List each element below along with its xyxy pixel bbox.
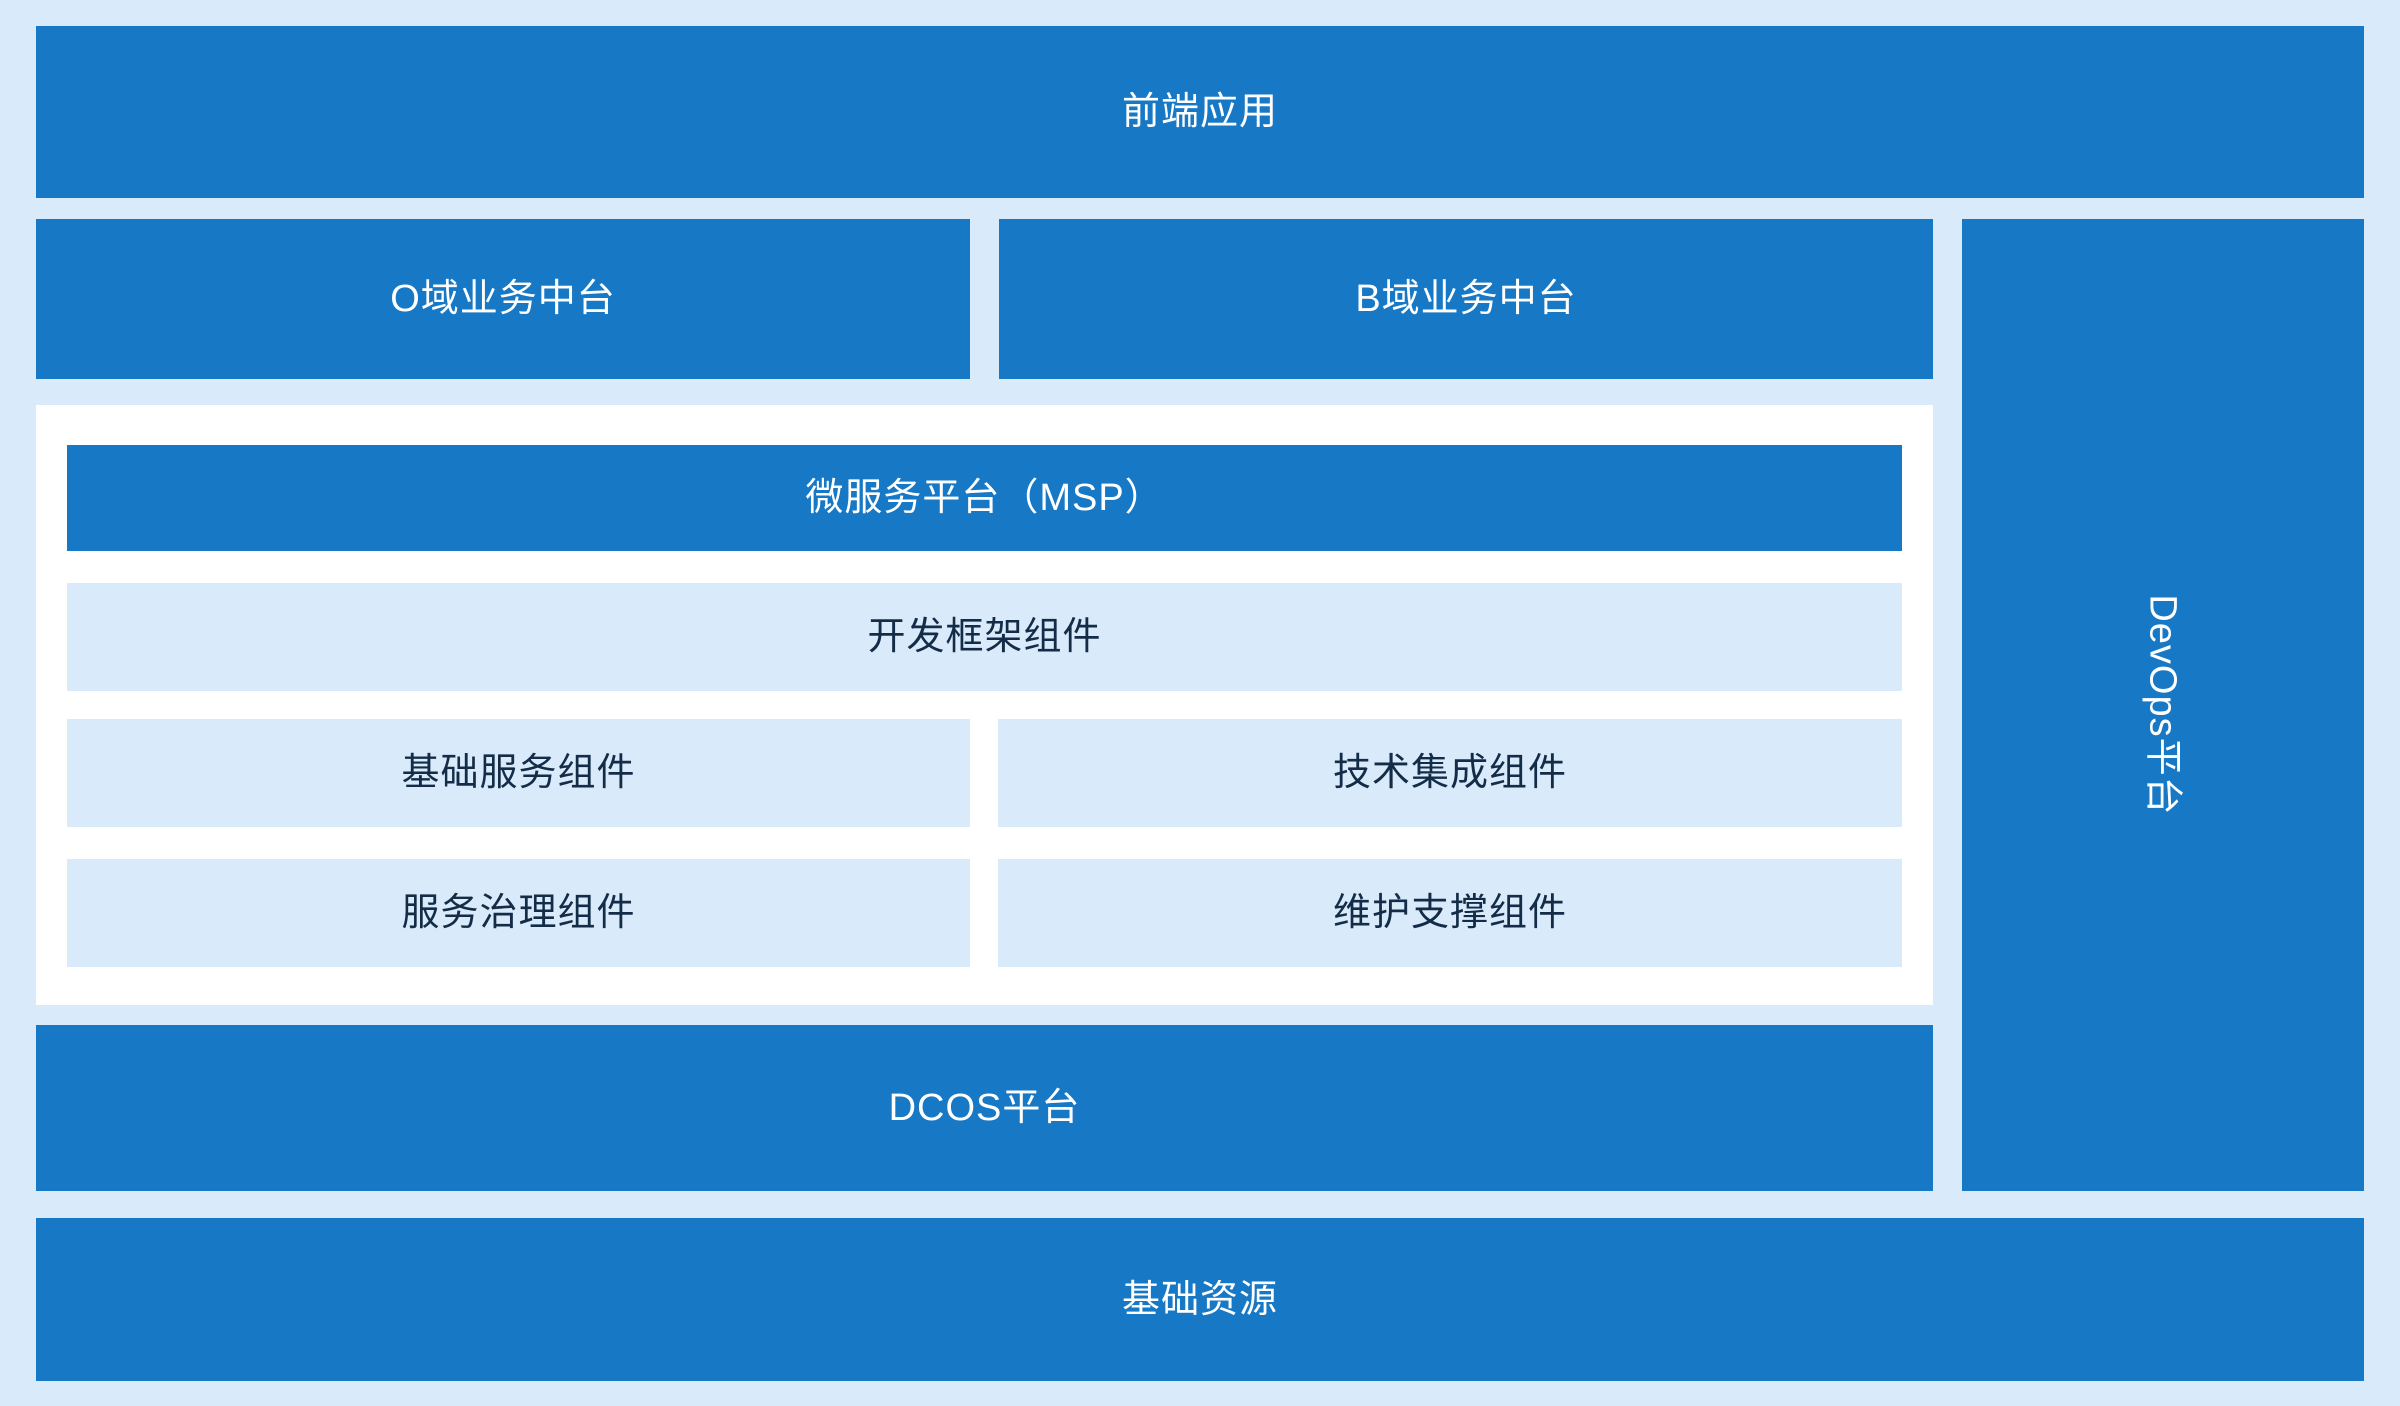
msp-panel: 微服务平台（MSP） 开发框架组件 基础服务组件 技术集成组件 服务治理组件 维… [36,405,1933,1005]
dcos-platform-label: DCOS平台 [888,1087,1081,1129]
maintenance-support-block: 维护支撑组件 [998,859,1902,967]
b-domain-label: B域业务中台 [1355,278,1577,320]
frontend-app-label: 前端应用 [1121,91,1278,133]
service-governance-block: 服务治理组件 [67,859,970,967]
infrastructure-label: 基础资源 [1121,1278,1278,1321]
msp-title-block: 微服务平台（MSP） [67,445,1902,551]
basic-service-block: 基础服务组件 [67,719,970,827]
o-domain-label: O域业务中台 [390,278,616,320]
tech-integration-block: 技术集成组件 [998,719,1902,827]
service-governance-label: 服务治理组件 [401,892,636,934]
frontend-app-block: 前端应用 [36,26,2364,198]
tech-integration-label: 技术集成组件 [1332,752,1567,794]
devops-platform-label: DevOps平台 [2142,594,2184,816]
msp-title-label: 微服务平台（MSP） [805,477,1164,519]
maintenance-support-label: 维护支撑组件 [1332,892,1567,934]
infrastructure-block: 基础资源 [36,1218,2364,1381]
dev-framework-label: 开发框架组件 [867,616,1102,658]
dev-framework-block: 开发框架组件 [67,583,1902,691]
dcos-platform-block: DCOS平台 [36,1025,1933,1191]
devops-platform-block: DevOps平台 [1962,219,2364,1191]
b-domain-block: B域业务中台 [999,219,1933,379]
basic-service-label: 基础服务组件 [401,752,636,794]
o-domain-block: O域业务中台 [36,219,970,379]
